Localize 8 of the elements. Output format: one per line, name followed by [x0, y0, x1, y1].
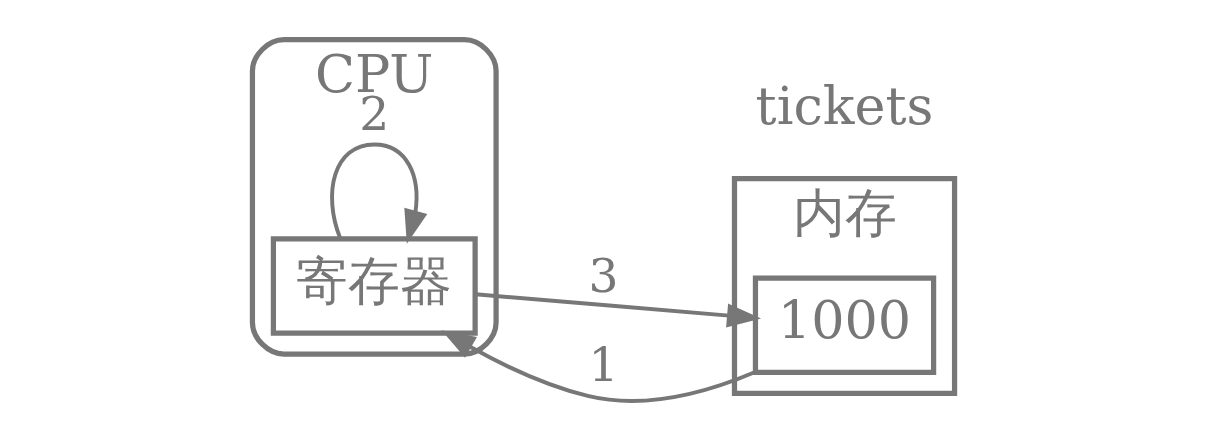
edge-label: 1 [588, 337, 619, 393]
edge-label: 3 [588, 248, 619, 304]
arrow [330, 142, 428, 244]
arrow [475, 292, 762, 328]
node-label: tickets [755, 74, 934, 136]
node-box: 寄存器 [270, 236, 478, 336]
node-box: 1000 [752, 275, 937, 375]
arrow [441, 330, 756, 403]
